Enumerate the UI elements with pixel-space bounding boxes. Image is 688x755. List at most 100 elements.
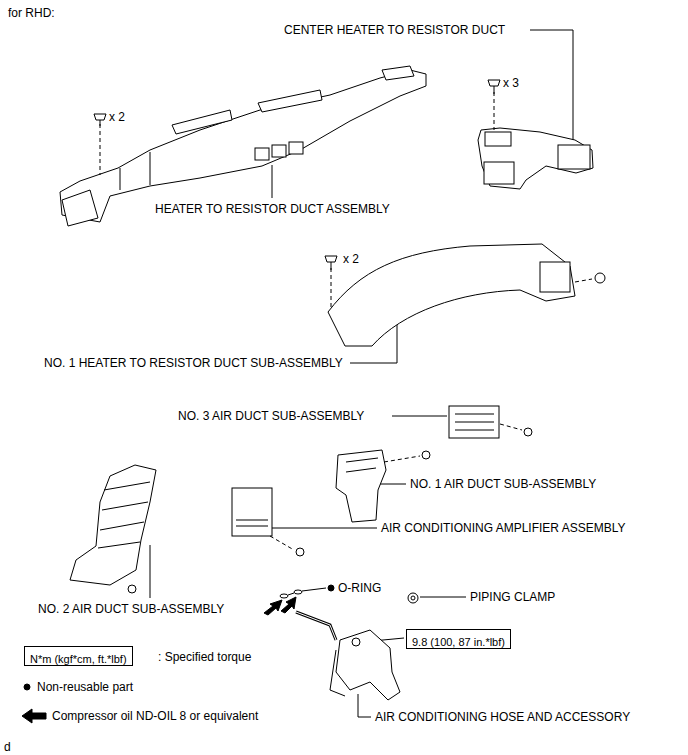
no3-air-duct [449,406,532,438]
legend-symbol [24,684,30,690]
piping-clamp [408,593,418,603]
bolt [94,114,106,120]
torque-value: 9.8 (100, 87 in.*lbf) [412,635,505,649]
amplifier [232,488,304,556]
heater-duct [60,70,426,222]
part-label: x 2 [343,252,359,266]
bolt [575,279,592,282]
bolt [331,268,332,310]
title: for RHD: [8,6,55,20]
part-label: NO. 1 HEATER TO RESISTOR DUCT SUB-ASSEMB… [44,356,343,370]
heater-duct [255,148,269,160]
part-label: CENTER HEATER TO RESISTOR DUCT [284,23,505,37]
ac-hose [296,612,336,640]
no2-air-duct [100,522,144,530]
piping-clamp [408,593,418,603]
no2-air-duct [98,542,140,548]
part-label: AIR CONDITIONING AMPLIFIER ASSEMBLY [381,521,626,535]
legend-symbol [22,709,46,723]
leader-line [272,165,273,198]
legend-text: Non-reusable part [37,680,133,694]
no1-heater-duct [328,244,575,346]
no3-air-duct [524,428,532,436]
center-duct [484,162,514,184]
bolt [494,92,495,130]
leader-line [358,694,371,717]
no3-air-duct [455,422,494,423]
o-ring [264,600,282,615]
no3-air-duct [455,430,494,431]
no3-air-duct [455,414,494,415]
leader-line [392,416,447,417]
heater-duct [120,168,121,190]
amplifier [236,526,268,527]
legend-text: Compressor oil ND-OIL 8 or equivalent [52,709,258,723]
part-label: NO. 3 AIR DUCT SUB-ASSEMBLY [178,409,364,423]
bolt [100,124,101,175]
center-duct [478,128,593,189]
bolt [94,114,106,175]
no2-air-duct [102,502,148,510]
amplifier [296,548,304,556]
part-label: HEATER TO RESISTOR DUCT ASSEMBLY [155,202,390,216]
bolt [595,273,605,283]
ac-hose [296,612,400,700]
bolt [325,256,605,310]
no2-air-duct [104,482,150,490]
part-label: x 2 [109,110,125,124]
no1-air-duct [422,451,430,459]
heater-duct [289,142,303,154]
o-ring [294,590,302,594]
amplifier [232,488,272,536]
bolt [494,86,495,94]
o-ring [281,597,296,613]
o-ring [328,585,334,591]
no3-air-duct [449,406,499,438]
part-label: d [4,740,11,754]
heater-duct [60,66,426,226]
amplifier [270,536,294,550]
no2-air-duct [70,465,156,585]
center-duct [558,145,590,169]
part-label: AIR CONDITIONING HOSE AND ACCESSORY [375,710,630,724]
heater-duct [258,90,322,112]
leader-line [302,588,326,591]
bolt [325,256,337,262]
bolt [488,80,500,130]
leader-line [530,30,573,140]
part-label: O-RING [338,581,381,595]
part-label: PIPING CLAMP [470,590,555,604]
legend-text: : Specified torque [158,650,251,664]
leader-line [420,597,466,598]
bolt [331,262,332,270]
torque-box: N*m (kgf*cm, ft.*lbf) [24,646,133,666]
o-ring [280,594,288,598]
heater-duct [62,190,98,226]
leader-line [268,528,377,529]
ac-hose [296,612,336,640]
amplifier [236,520,268,521]
part-label: NO. 2 AIR DUCT SUB-ASSEMBLY [38,602,224,616]
heater-duct [272,145,286,157]
ac-hose [352,638,360,646]
piping-clamp [411,596,415,600]
o-ring [264,585,334,615]
ac-hose [330,650,345,696]
center-duct [485,132,511,146]
no1-air-duct [384,456,420,462]
no2-air-duct [128,585,136,593]
heater-duct [150,152,151,185]
part-label: x 3 [503,76,519,90]
part-label: NO. 1 AIR DUCT SUB-ASSEMBLY [410,477,596,491]
torque-box: 9.8 (100, 87 in.*lbf) [406,629,511,649]
bolt [488,80,500,86]
no3-air-duct [500,424,522,430]
no2-air-duct [70,465,156,593]
no1-air-duct [346,468,376,472]
torque-value: N*m (kgf*cm, ft.*lbf) [30,652,127,666]
no1-air-duct [346,458,378,462]
heater-duct [172,110,232,134]
ac-hose [336,630,400,700]
